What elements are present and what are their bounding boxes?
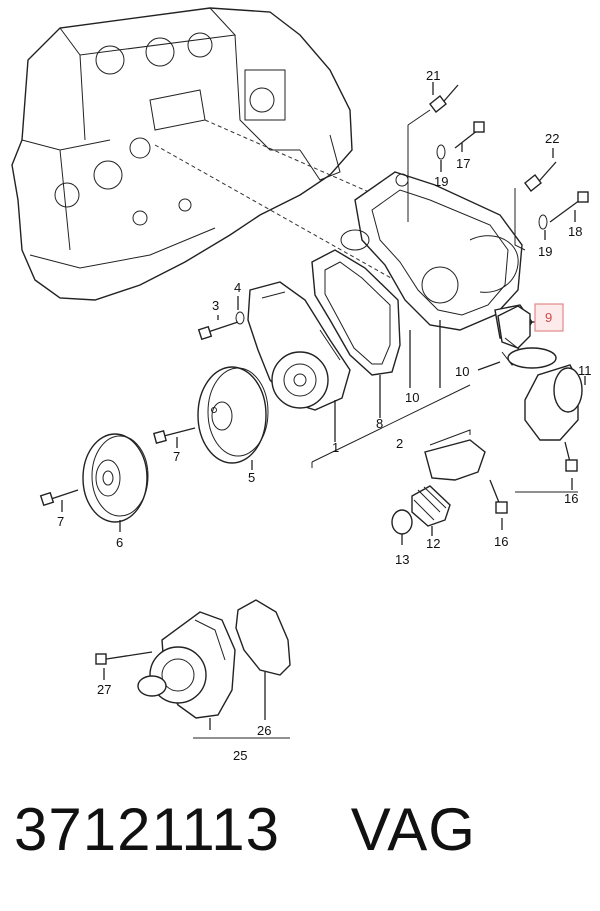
label-18: 18 xyxy=(568,224,582,239)
label-26: 26 xyxy=(257,723,271,738)
coolant-elbow-11 xyxy=(524,364,586,441)
highlight-box-9 xyxy=(534,303,564,332)
label-3: 3 xyxy=(212,298,219,313)
washer-19b xyxy=(538,214,548,240)
bolt-7a xyxy=(153,427,196,448)
engine-block xyxy=(11,7,431,301)
bolt-22 xyxy=(524,148,557,192)
pulley-5 xyxy=(197,366,269,470)
label-6: 6 xyxy=(116,535,123,550)
label-12: 12 xyxy=(426,536,440,551)
o-ring-10 xyxy=(507,347,557,369)
label-22: 22 xyxy=(545,131,559,146)
label-4: 4 xyxy=(234,280,241,295)
bolt-18 xyxy=(549,191,589,223)
label-5: 5 xyxy=(248,470,255,485)
bolt-16a xyxy=(564,441,578,490)
label-10a: 10 xyxy=(405,390,419,405)
label-9: 9 xyxy=(545,310,552,325)
bolt-17 xyxy=(454,121,485,152)
hose-12 xyxy=(411,485,451,536)
label-27: 27 xyxy=(97,682,111,697)
label-7a: 7 xyxy=(173,449,180,464)
seal-13 xyxy=(391,509,413,535)
label-17: 17 xyxy=(456,156,470,171)
label-11: 11 xyxy=(578,363,592,378)
label-19a: 19 xyxy=(434,174,448,189)
bolt-7b xyxy=(39,489,79,512)
bolt-21 xyxy=(429,82,459,113)
label-16a: 16 xyxy=(564,491,578,506)
gasket-8 xyxy=(311,249,401,376)
exploded-parts-diagram: 1 2 3 4 5 6 7 7 8 9 10 10 11 12 13 16 16… xyxy=(11,7,592,763)
washer-4 xyxy=(235,296,245,325)
bolt-16b xyxy=(489,479,508,530)
gasket-26 xyxy=(235,599,291,676)
label-25: 25 xyxy=(233,748,247,763)
part-footer: 37121113 VAG xyxy=(10,795,590,885)
label-7b: 7 xyxy=(57,514,64,529)
bolt-3 xyxy=(197,315,239,341)
coolant-flange xyxy=(424,439,486,481)
label-2: 2 xyxy=(396,436,403,451)
label-16b: 16 xyxy=(494,534,508,549)
o-ring-small xyxy=(340,229,370,251)
water-pump-1 xyxy=(247,281,351,442)
label-8: 8 xyxy=(376,416,383,431)
label-19b: 19 xyxy=(538,244,552,259)
washer-19a xyxy=(436,144,446,172)
label-10b: 10 xyxy=(455,364,469,379)
brand-name: VAG xyxy=(350,796,476,863)
water-pump-27-assembly xyxy=(95,611,236,730)
part-number: 37121113 xyxy=(14,796,281,863)
label-13: 13 xyxy=(395,552,409,567)
label-1: 1 xyxy=(332,440,339,455)
pulley-6 xyxy=(82,433,149,532)
label-21: 21 xyxy=(426,68,440,83)
